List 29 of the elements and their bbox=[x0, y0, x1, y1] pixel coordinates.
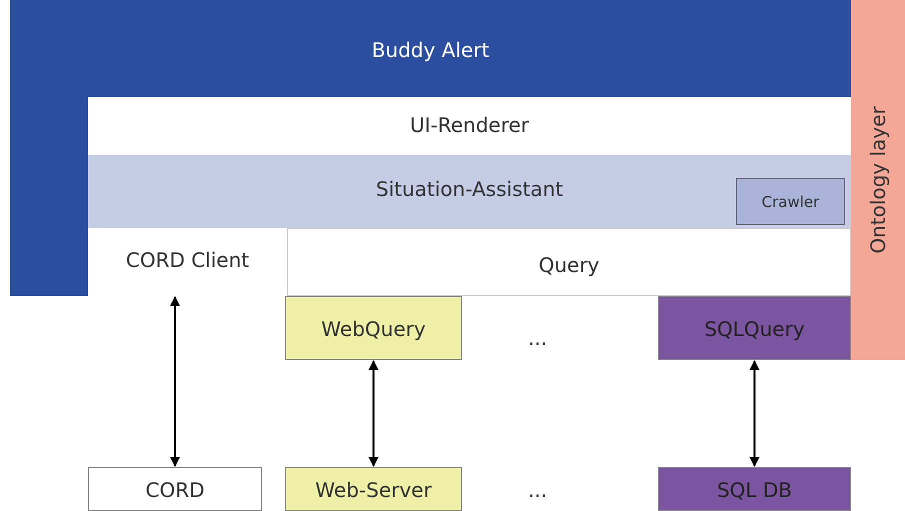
layer-label: Ontology layer bbox=[866, 106, 890, 254]
layer-label: WebQuery bbox=[320, 317, 427, 341]
layer-label: CORD bbox=[144, 478, 206, 502]
module-box bbox=[658, 296, 851, 360]
layer-label: SQLQuery bbox=[703, 317, 806, 341]
layer-label: Situation-Assistant bbox=[374, 177, 564, 201]
layer-frame bbox=[10, 0, 851, 296]
system-box bbox=[88, 467, 262, 511]
layer-label: Crawler bbox=[760, 193, 820, 211]
ellipsis-text: ... bbox=[528, 326, 548, 350]
side-layer-band bbox=[851, 0, 905, 360]
double-arrow bbox=[368, 360, 378, 467]
module-box bbox=[287, 228, 851, 296]
system-box bbox=[285, 467, 462, 511]
double-arrow bbox=[170, 296, 180, 467]
layer-label: Buddy Alert bbox=[370, 38, 490, 62]
module-box bbox=[736, 178, 845, 225]
ellipsis-text: ... bbox=[528, 478, 548, 502]
layer-label: SQL DB bbox=[716, 478, 794, 502]
module-box bbox=[285, 296, 462, 360]
module-box bbox=[88, 228, 287, 296]
double-arrow bbox=[750, 360, 760, 467]
layer-label: Web-Server bbox=[314, 478, 433, 502]
layer-label: CORD Client bbox=[124, 248, 250, 272]
layer-label: Query bbox=[538, 253, 600, 277]
layer-box bbox=[88, 97, 851, 155]
layer-label: UI-Renderer bbox=[408, 113, 530, 137]
system-box bbox=[658, 467, 851, 511]
layer-box bbox=[88, 155, 851, 228]
